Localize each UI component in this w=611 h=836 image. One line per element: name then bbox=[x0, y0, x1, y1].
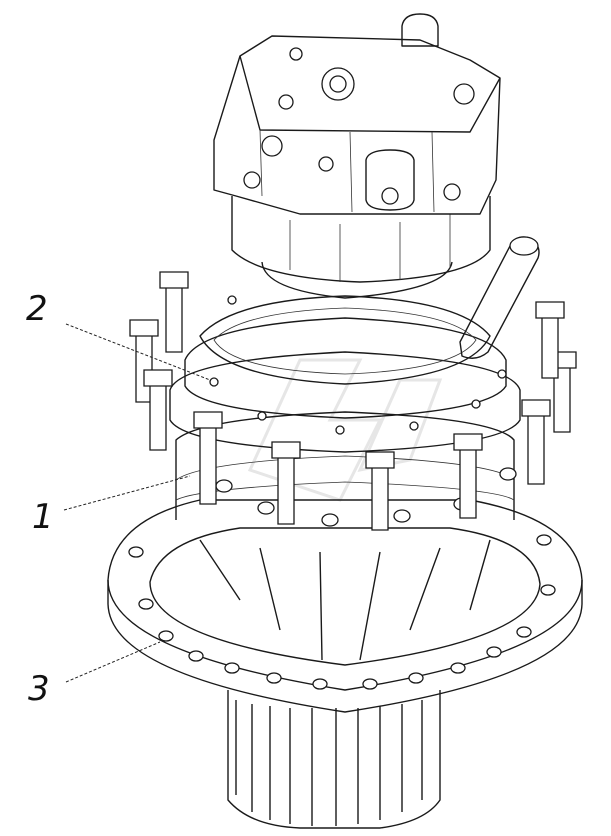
leader-lines bbox=[63, 323, 211, 683]
motor-adapter bbox=[231, 196, 491, 299]
hydraulic-motor bbox=[213, 13, 501, 215]
bolts bbox=[129, 271, 577, 531]
callout-part-2: 2 bbox=[26, 289, 48, 329]
output-shaft bbox=[227, 690, 441, 829]
flange-holes bbox=[128, 534, 556, 690]
mounting-flange bbox=[107, 499, 583, 713]
ring-gear-stack bbox=[169, 295, 521, 453]
callout-part-1: 1 bbox=[32, 497, 54, 537]
callout-part-3: 3 bbox=[28, 669, 50, 709]
breather-pipe bbox=[459, 236, 540, 359]
